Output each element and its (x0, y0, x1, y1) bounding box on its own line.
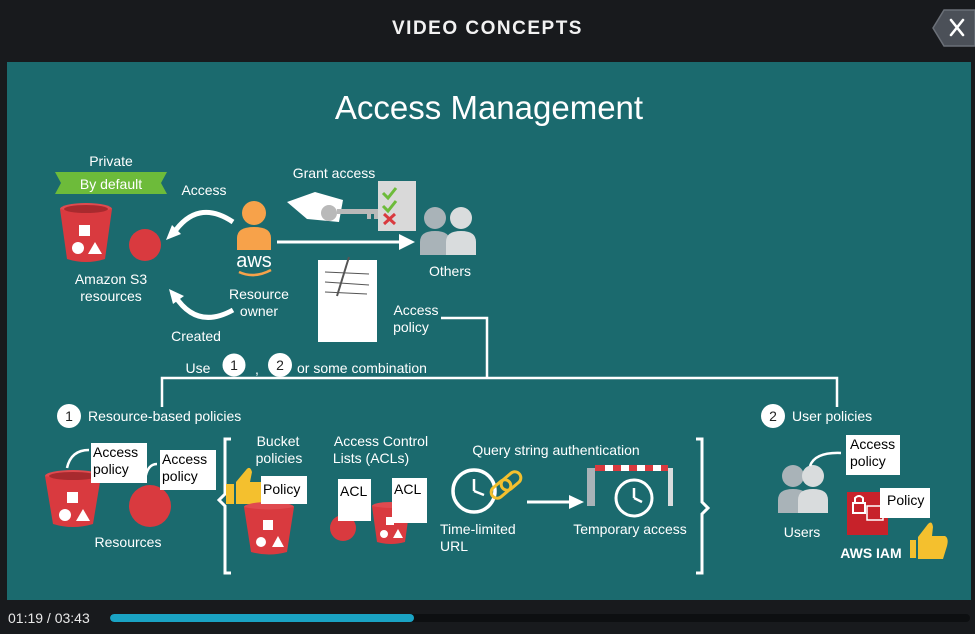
resource-based-label: Resource-based policies (88, 408, 241, 424)
private-label: Private (89, 153, 133, 169)
time-display: 01:19 / 03:43 (8, 610, 90, 626)
resources-circle-icon (129, 485, 171, 527)
time-limited-line2: URL (440, 538, 468, 554)
resources-label: Resources (95, 534, 162, 550)
bucket-policies-line2: policies (256, 450, 303, 466)
policy-connector (441, 316, 489, 377)
acl-resource-circle-icon (330, 515, 356, 541)
s3-bucket-icon (60, 203, 112, 262)
right-bracket (696, 437, 711, 575)
temp-clock-icon (614, 478, 654, 518)
users-icon (778, 465, 828, 513)
iam-policy-doc-label: Policy (887, 492, 924, 508)
doc1-line1: Access (93, 444, 138, 460)
doc1-line2: policy (93, 461, 129, 477)
use-label: Use (186, 360, 211, 376)
hand-key-icon (287, 192, 381, 222)
use-comma: , (255, 361, 259, 377)
total-time: 03:43 (54, 610, 90, 626)
doc2-line2: policy (162, 468, 198, 484)
acl-doc-1-label: ACL (340, 483, 367, 499)
by-default-label: By default (80, 176, 142, 192)
acl-doc-1: ACL (338, 479, 371, 521)
access-policy-line1: Access (393, 302, 438, 318)
player-controls: 01:19 / 03:43 (0, 604, 975, 634)
query-string-label: Query string authentication (472, 442, 639, 458)
access-arrow-icon (170, 210, 235, 236)
user-policies-label: User policies (792, 408, 872, 424)
video-frame[interactable]: Access Management Private By default Ama… (7, 62, 971, 600)
top-bar: VIDEO CONCEPTS (0, 0, 975, 62)
owner-label-line1: Resource (229, 286, 289, 302)
others-label: Others (429, 263, 471, 279)
users-label: Users (784, 524, 821, 540)
time-limited-line1: Time-limited (440, 521, 516, 537)
private-badge: Private By default (55, 153, 167, 194)
slide-title: Access Management (335, 89, 643, 126)
bucket-policy-doc-label: Policy (263, 481, 300, 497)
barrier-gate-icon (587, 465, 673, 506)
others-users-icon (420, 207, 476, 255)
s3-label-line1: Amazon S3 (75, 271, 148, 287)
access-label: Access (181, 182, 226, 198)
temporary-access-label: Temporary access (573, 521, 687, 537)
created-label: Created (171, 328, 221, 344)
progress-bar[interactable] (110, 614, 970, 622)
bucket-policy-doc: Policy (261, 476, 307, 504)
access-policy-line2: policy (393, 319, 429, 335)
access-policy-doc-2: Access policy (160, 450, 216, 490)
current-time: 01:19 (8, 610, 44, 626)
left-bracket (216, 437, 231, 575)
progress-fill (110, 614, 414, 622)
time-separator: / (43, 610, 55, 626)
user-access-policy-doc: Access policy (846, 435, 900, 475)
owner-label-line2: owner (240, 303, 278, 319)
resource-owner-icon (237, 201, 271, 250)
thumbs-up-icon (226, 467, 268, 504)
acl-heading-line2: Lists (ACLs) (333, 450, 409, 466)
checklist-icon (378, 181, 416, 231)
use-number-2: 2 (276, 357, 284, 373)
iam-thumbs-up-icon (910, 522, 948, 559)
use-number-1: 1 (230, 357, 238, 373)
grant-access-label: Grant access (293, 165, 375, 181)
slide-diagram: Access Management Private By default Ama… (7, 62, 971, 600)
combination-label: or some combination (297, 360, 427, 376)
s3-label-line2: resources (80, 288, 141, 304)
policy-document-icon (318, 256, 377, 342)
bucket-policy-bucket-icon (244, 502, 294, 555)
resource-based-number: 1 (65, 408, 73, 424)
user-policies-number: 2 (769, 408, 777, 424)
panel-title: VIDEO CONCEPTS (392, 18, 583, 39)
resource-circle-icon (129, 229, 161, 261)
acl-doc-2: ACL (392, 478, 427, 523)
resources-bucket-icon (45, 470, 101, 527)
created-arrow-icon (172, 294, 235, 320)
clock-icon (451, 468, 497, 514)
close-icon (932, 9, 975, 47)
access-policy-doc-1: Access policy (91, 443, 147, 483)
iam-policy-doc: Policy (880, 488, 930, 518)
acl-doc-2-label: ACL (394, 481, 421, 497)
aws-logo-text: aws (236, 250, 272, 272)
user-doc-line1: Access (850, 436, 895, 452)
bucket-policies-line1: Bucket (257, 433, 300, 449)
aws-smile-icon (238, 268, 272, 277)
close-button[interactable] (932, 8, 975, 48)
user-doc-line2: policy (850, 453, 886, 469)
branch-connector (160, 376, 839, 407)
doc2-line1: Access (162, 451, 207, 467)
link-chain-icon (489, 470, 523, 500)
aws-iam-label: AWS IAM (840, 545, 901, 561)
acl-heading-line1: Access Control (334, 433, 428, 449)
